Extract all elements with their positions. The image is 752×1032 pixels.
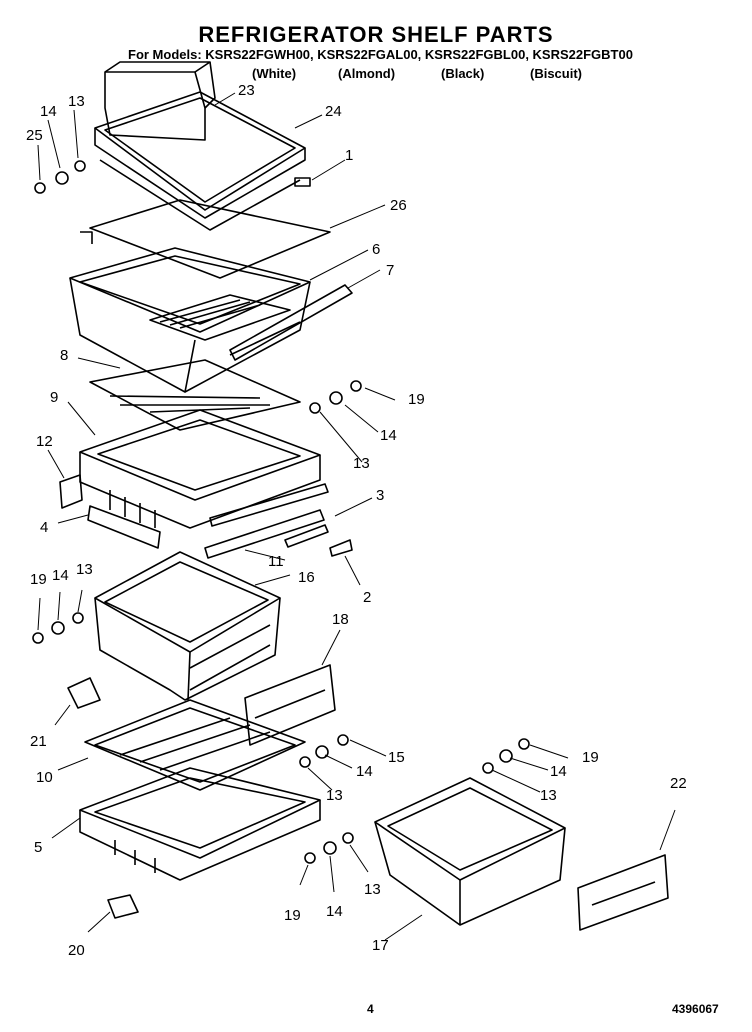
callout-14: 14 — [40, 103, 57, 120]
callout-19a: 19 — [408, 391, 425, 408]
callout-21: 21 — [30, 733, 47, 750]
callout-2: 2 — [363, 589, 371, 606]
fasteners — [32, 160, 530, 864]
callout-23: 23 — [238, 82, 255, 99]
part-12-clip — [59, 474, 83, 509]
callout-25: 25 — [26, 127, 43, 144]
callout-24: 24 — [325, 103, 342, 120]
callout-8: 8 — [60, 347, 68, 364]
part-21-clip — [67, 677, 101, 709]
callout-9: 9 — [50, 389, 58, 406]
callout-13a: 13 — [353, 455, 370, 472]
callout-13e: 13 — [364, 881, 381, 898]
callout-14a: 14 — [380, 427, 397, 444]
part-10-cover — [84, 699, 306, 791]
color-biscuit: (Biscuit) — [530, 66, 582, 81]
callout-1: 1 — [345, 147, 353, 164]
callout-15: 15 — [388, 749, 405, 766]
callout-17: 17 — [372, 937, 389, 954]
part-3-rail — [209, 483, 329, 527]
callout-19b: 19 — [30, 571, 47, 588]
part-17-drawer — [374, 777, 566, 926]
callout-11: 11 — [268, 553, 284, 570]
callout-6: 6 — [372, 241, 380, 258]
callout-10: 10 — [36, 769, 53, 786]
part-16-drawer — [94, 551, 281, 701]
color-almond: (Almond) — [338, 66, 396, 81]
document-number: 4396067 — [672, 1002, 719, 1016]
part-4-rail — [87, 505, 161, 549]
callout-4: 4 — [40, 519, 48, 536]
callout-13c: 13 — [326, 787, 343, 804]
part-24-shelf — [94, 91, 306, 231]
callout-26: 26 — [390, 197, 407, 214]
part-2-clip — [284, 524, 353, 557]
part-11-rail — [204, 509, 325, 559]
callout-5: 5 — [34, 839, 42, 856]
leader-lines — [37, 92, 676, 941]
part-9-frame — [79, 409, 321, 529]
part-20-clip — [107, 894, 139, 919]
callout-labels: 23 24 14 13 25 1 26 6 7 8 9 19 14 13 12 … — [26, 82, 687, 959]
diagram-title: REFRIGERATOR SHELF PARTS — [198, 22, 554, 47]
callout-14d: 14 — [550, 763, 567, 780]
color-white: (White) — [252, 66, 297, 81]
callout-12: 12 — [36, 433, 53, 450]
callout-22: 22 — [670, 775, 687, 792]
model-list: For Models: KSRS22FGWH00, KSRS22FGAL00, … — [128, 47, 633, 62]
callout-7: 7 — [386, 262, 394, 279]
callout-3: 3 — [376, 487, 384, 504]
part-7-rail — [229, 284, 353, 361]
callout-16: 16 — [298, 569, 315, 586]
callout-13b: 13 — [76, 561, 93, 578]
callout-14b: 14 — [52, 567, 69, 584]
page-number: 4 — [367, 1002, 374, 1016]
part-8-glass — [89, 359, 301, 431]
part-5-frame — [79, 767, 321, 881]
callout-19d: 19 — [284, 907, 301, 924]
callout-14e: 14 — [326, 903, 343, 920]
part-18-front — [244, 664, 336, 746]
part-26-glass — [80, 199, 331, 279]
callout-13d: 13 — [540, 787, 557, 804]
part-8-pan — [69, 277, 311, 393]
callout-13: 13 — [68, 93, 85, 110]
callout-14c: 14 — [356, 763, 373, 780]
part-22-front — [577, 854, 669, 931]
part-1-bracket — [294, 177, 311, 187]
color-black: (Black) — [441, 66, 485, 81]
part-23-bin — [104, 61, 216, 141]
part-6-cover — [69, 247, 311, 341]
callout-18: 18 — [332, 611, 349, 628]
callout-20: 20 — [68, 942, 85, 959]
callout-19c: 19 — [582, 749, 599, 766]
